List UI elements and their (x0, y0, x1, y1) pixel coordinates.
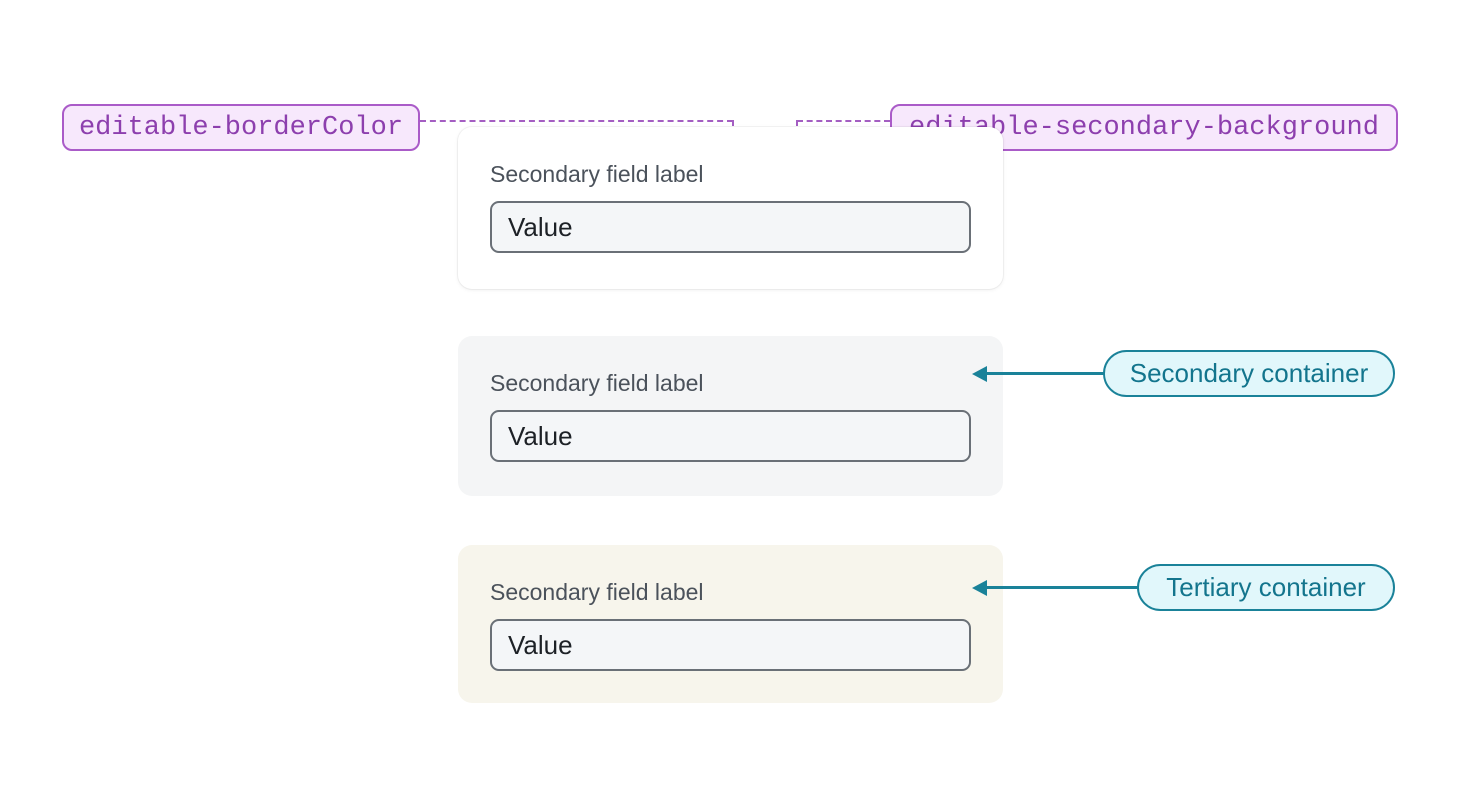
tertiary-container-card: Secondary field label (458, 545, 1003, 703)
secondary-field-input[interactable] (490, 201, 971, 253)
secondary-container-annotation-label: Secondary container (1129, 358, 1369, 388)
border-token-connector-horizontal (420, 120, 733, 122)
background-token-connector-horizontal (797, 120, 890, 122)
secondary-field-input[interactable] (490, 619, 971, 671)
primary-container-card: Secondary field label (458, 127, 1003, 289)
tertiary-container-arrowhead-icon (972, 580, 987, 596)
field-label: Secondary field label (490, 579, 704, 605)
token-pill-border-color: editable-borderColor (62, 104, 420, 151)
secondary-container-arrow-line (985, 372, 1105, 375)
token-pill-border-color-label: editable-borderColor (78, 112, 404, 143)
field-label: Secondary field label (490, 161, 704, 187)
tertiary-container-annotation-label: Tertiary container (1166, 572, 1366, 602)
secondary-container-annotation: Secondary container (1103, 350, 1395, 397)
field-label: Secondary field label (490, 370, 704, 396)
secondary-container-card: Secondary field label (458, 336, 1003, 496)
secondary-container-arrowhead-icon (972, 366, 987, 382)
tertiary-container-arrow-line (985, 586, 1138, 589)
tertiary-container-annotation: Tertiary container (1137, 564, 1395, 611)
secondary-field-input[interactable] (490, 410, 971, 462)
